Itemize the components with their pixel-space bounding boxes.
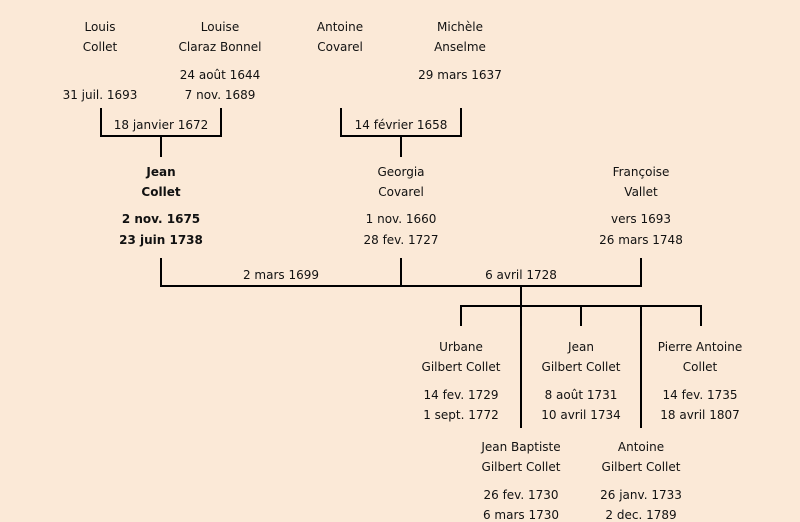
person-birth: 14 fev. 1735 — [662, 388, 738, 402]
marriage-date: 2 mars 1699 — [242, 268, 320, 282]
person-last-name: Gilbert Collet — [421, 360, 501, 374]
marriage-date: 14 février 1658 — [354, 118, 448, 132]
person-death: 6 mars 1730 — [482, 508, 560, 522]
person-last-name: Covarel — [378, 185, 424, 199]
person-birth: 24 août 1644 — [179, 68, 261, 82]
person-last-name: Vallet — [624, 185, 658, 199]
person-first-name: Jean Baptiste — [481, 440, 561, 454]
connector-line — [220, 108, 222, 137]
person-death: 1 sept. 1772 — [423, 408, 499, 422]
connector-line — [640, 258, 642, 287]
connector-line — [160, 285, 642, 287]
person-first-name: Françoise — [612, 165, 670, 179]
connector-line — [460, 305, 462, 326]
connector-line — [340, 108, 342, 137]
person-last-name: Covarel — [317, 40, 363, 54]
person-birth: 8 août 1731 — [544, 388, 618, 402]
person-death: 31 juil. 1693 — [62, 88, 138, 102]
connector-line — [700, 305, 702, 326]
marriage-date: 18 janvier 1672 — [113, 118, 209, 132]
person-first-name: Urbane — [439, 340, 483, 354]
connector-line — [160, 258, 162, 287]
person-death: 7 nov. 1689 — [184, 88, 256, 102]
person-last-name: Collet — [82, 40, 118, 54]
person-first-name: Georgia — [377, 165, 425, 179]
person-last-name: Anselme — [434, 40, 486, 54]
person-first-name: Jean — [568, 340, 594, 354]
person-death: 23 juin 1738 — [119, 233, 203, 247]
person-death: 10 avril 1734 — [541, 408, 621, 422]
marriage-date: 6 avril 1728 — [485, 268, 557, 282]
person-birth: 26 janv. 1733 — [600, 488, 682, 502]
person-first-name: Louis — [84, 20, 116, 34]
person-death: 18 avril 1807 — [660, 408, 740, 422]
person-first-name: Antoine — [316, 20, 364, 34]
person-last-name: Gilbert Collet — [481, 460, 561, 474]
person-last-name: Gilbert Collet — [601, 460, 681, 474]
person-death: 26 mars 1748 — [599, 233, 683, 247]
connector-line — [400, 135, 402, 157]
person-first-name: Louise — [200, 20, 240, 34]
person-birth: vers 1693 — [610, 212, 672, 226]
person-death: 2 dec. 1789 — [605, 508, 677, 522]
connector-line — [640, 305, 642, 428]
connector-line — [400, 258, 402, 287]
connector-line — [580, 305, 582, 326]
person-birth: 29 mars 1637 — [418, 68, 502, 82]
person-birth: 26 fev. 1730 — [483, 488, 559, 502]
person-first-name: Pierre Antoine — [657, 340, 743, 354]
person-first-name: Antoine — [617, 440, 665, 454]
connector-line — [160, 135, 162, 157]
person-last-name: Claraz Bonnel — [178, 40, 262, 54]
connector-line — [100, 108, 102, 137]
person-birth: 1 nov. 1660 — [365, 212, 437, 226]
person-birth: 14 fev. 1729 — [423, 388, 499, 402]
connector-line — [460, 108, 462, 137]
person-first-name: Michèle — [437, 20, 483, 34]
person-last-name: Collet — [141, 185, 181, 199]
person-birth: 2 nov. 1675 — [121, 212, 201, 226]
person-first-name: Jean — [146, 165, 176, 179]
person-last-name: Gilbert Collet — [541, 360, 621, 374]
connector-line — [520, 285, 522, 428]
person-death: 28 fev. 1727 — [363, 233, 439, 247]
person-last-name: Collet — [682, 360, 718, 374]
